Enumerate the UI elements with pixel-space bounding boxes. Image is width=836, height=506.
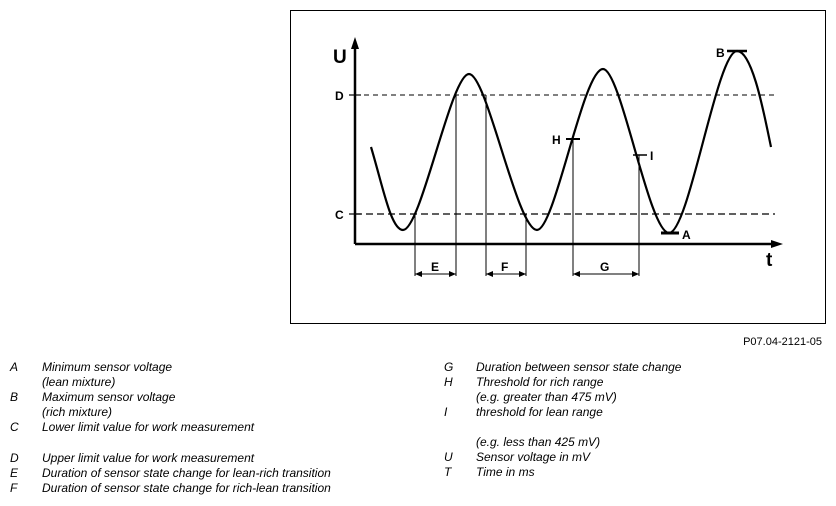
interval-f: F [486,260,526,277]
legend-key: G [444,360,454,374]
interval-g: G [573,260,639,277]
legend-text: Sensor voltage in mV [476,450,591,464]
legend-key: U [444,450,453,464]
legend-text: (e.g. greater than 475 mV) [476,390,617,404]
legend-text: Lower limit value for work measurement [42,420,255,434]
interval-e-label: E [431,260,439,274]
legend-text: Upper limit value for work measurement [42,451,255,465]
interval-f-label: F [501,260,508,274]
legend-text: (lean mixture) [42,375,116,389]
figure-id: P07.04-2121-05 [743,336,822,348]
point-a-label: A [682,228,691,242]
legend-text: Duration of sensor state change for rich… [42,481,331,495]
legend-key: C [10,420,19,434]
legend-text: (rich mixture) [42,405,113,419]
legend-key: F [10,481,18,495]
legend-text: (e.g. less than 425 mV) [476,435,601,449]
sensor-voltage-diagram: U t D C E F [333,37,783,277]
y-axis-label: U [333,47,347,68]
diagram-frame: U t D C E F [290,10,826,324]
legend-key: H [444,375,453,389]
interval-e: E [415,260,456,277]
sensor-voltage-waveform [369,49,773,235]
interval-g-label: G [600,260,609,274]
legend-text: Time in ms [476,465,535,479]
legend-text: Duration between sensor state change [476,360,682,374]
legend-text: Maximum sensor voltage [42,390,176,404]
x-axis-label: t [766,250,773,271]
x-axis-arrow [771,240,783,248]
upper-limit-label: D [335,89,344,103]
legend-key: D [10,451,19,465]
legend-text: threshold for lean range [476,405,603,419]
legend-text: Threshold for rich range [476,375,604,389]
legend-key: B [10,390,19,404]
point-b-label: B [716,46,725,60]
point-h-label: H [552,133,561,147]
legend-text: Minimum sensor voltage [42,360,173,374]
point-i-label: I [650,149,653,163]
legend-key: T [444,465,452,479]
legend-key: E [10,466,19,480]
legend-key: A [10,360,19,374]
y-axis-arrow [351,37,359,49]
legend-text: Duration of sensor state change for lean… [42,466,331,480]
lower-limit-label: C [335,208,344,222]
legend-key: I [444,405,448,419]
